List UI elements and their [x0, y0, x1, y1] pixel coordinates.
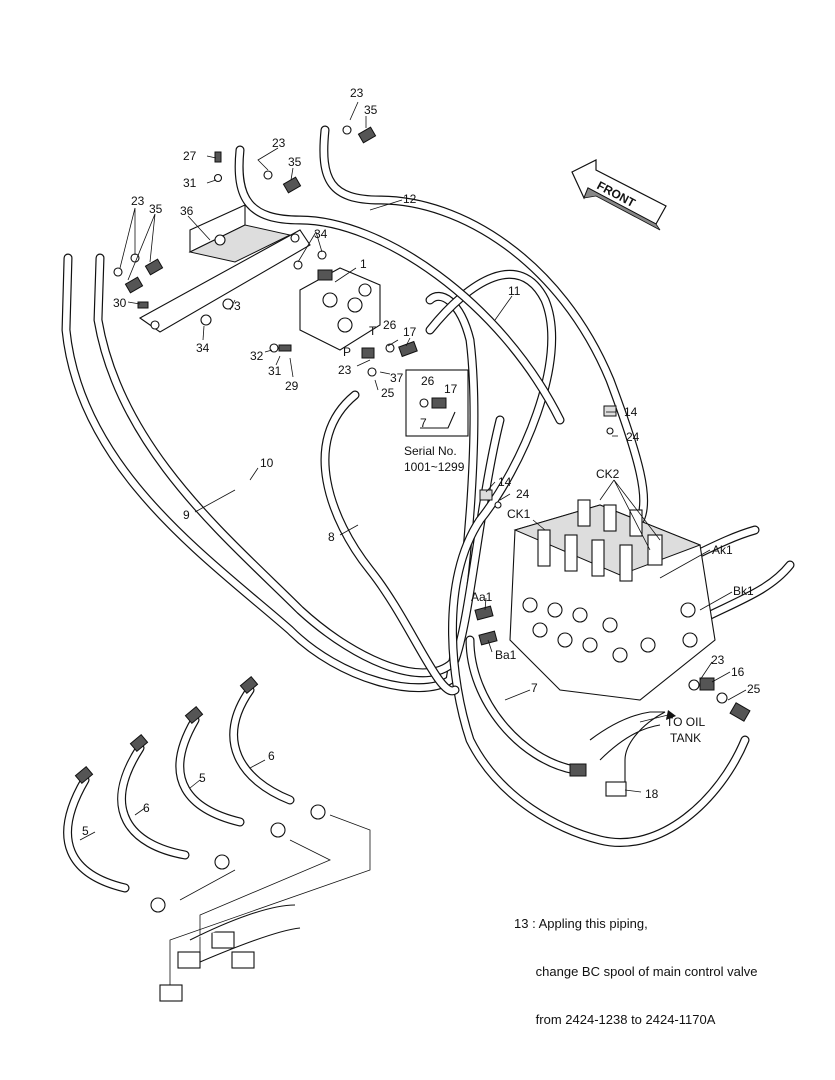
- callout-23: 23: [131, 194, 145, 208]
- callout-labels: 23 35 23 35 27 31 12 23 35 36 34 1 11 3 …: [82, 86, 761, 838]
- serial-label-line2: 1001~1299: [404, 460, 465, 474]
- callout-14: 14: [624, 405, 638, 419]
- note-line-2: change BC spool of main control valve: [514, 964, 758, 979]
- mounting-bracket: [138, 204, 311, 333]
- callout-32: 32: [250, 349, 264, 363]
- callout-3: 3: [234, 299, 241, 313]
- callout-37: 37: [390, 371, 404, 385]
- port-ck2: CK2: [596, 467, 620, 481]
- callout-18: 18: [645, 787, 659, 801]
- callout-1: 1: [360, 257, 367, 271]
- callout-8: 8: [328, 530, 335, 544]
- callout-17: 17: [403, 325, 417, 339]
- callout-5: 5: [82, 824, 89, 838]
- callout-12: 12: [403, 192, 417, 206]
- pilot-valve-1: [299, 267, 381, 351]
- port-ak1: Ak1: [712, 543, 733, 557]
- oil-tank-label: TO OIL TANK: [666, 715, 705, 745]
- callout-6: 6: [268, 749, 275, 763]
- port-labels: T P CK2 CK1 Ak1 Bk1 Aa1 Ba1: [343, 324, 754, 662]
- callout-29: 29: [285, 379, 299, 393]
- callout-7: 7: [420, 416, 427, 430]
- callout-34: 34: [196, 341, 210, 355]
- callout-14: 14: [498, 475, 512, 489]
- callout-26: 26: [383, 318, 397, 332]
- callout-23: 23: [272, 136, 286, 150]
- main-control-valve: [474, 405, 751, 722]
- oil-tank-line2: TANK: [670, 731, 701, 745]
- front-direction-arrow: FRONT: [571, 159, 667, 231]
- note-line-1: 13 : Appling this piping,: [514, 916, 648, 931]
- leader-lines: [79, 101, 747, 841]
- callout-6: 6: [143, 801, 150, 815]
- oil-tank-pipe: [569, 710, 676, 797]
- callout-17: 17: [444, 382, 458, 396]
- callout-25: 25: [747, 682, 761, 696]
- serial-number-box: Serial No. 1001~1299: [404, 369, 469, 474]
- callout-23: 23: [350, 86, 364, 100]
- callout-5: 5: [199, 771, 206, 785]
- top-fittings: [113, 125, 418, 377]
- port-bk1: Bk1: [733, 584, 754, 598]
- lower-hose-set: [63, 675, 371, 1002]
- serial-label-line1: Serial No.: [404, 444, 457, 458]
- callout-25: 25: [381, 386, 395, 400]
- callout-35: 35: [288, 155, 302, 169]
- callout-11: 11: [508, 284, 521, 298]
- note-line-3: from 2424-1238 to 2424-1170A: [514, 1012, 716, 1027]
- callout-26: 26: [421, 374, 435, 388]
- callout-27: 27: [183, 149, 197, 163]
- callout-23: 23: [338, 363, 352, 377]
- callout-36: 36: [180, 204, 194, 218]
- callout-24: 24: [626, 430, 640, 444]
- oil-tank-line1: TO OIL: [666, 715, 705, 729]
- callout-24: 24: [516, 487, 530, 501]
- callout-7: 7: [531, 681, 538, 695]
- callout-35: 35: [364, 103, 378, 117]
- callout-30: 30: [113, 296, 127, 310]
- callout-10: 10: [260, 456, 274, 470]
- port-aa1: Aa1: [471, 590, 493, 604]
- callout-23: 23: [711, 653, 725, 667]
- callout-35: 35: [149, 202, 163, 216]
- port-ba1: Ba1: [495, 648, 517, 662]
- hose-group: [61, 125, 795, 847]
- port-t: T: [369, 324, 377, 338]
- callout-16: 16: [731, 665, 745, 679]
- callout-31: 31: [268, 364, 282, 378]
- callout-31: 31: [183, 176, 197, 190]
- callout-9: 9: [183, 508, 190, 522]
- piping-note: 13 : Appling this piping, change BC spoo…: [514, 884, 758, 1044]
- port-ck1: CK1: [507, 507, 531, 521]
- port-p: P: [343, 345, 351, 359]
- callout-34: 34: [314, 227, 328, 241]
